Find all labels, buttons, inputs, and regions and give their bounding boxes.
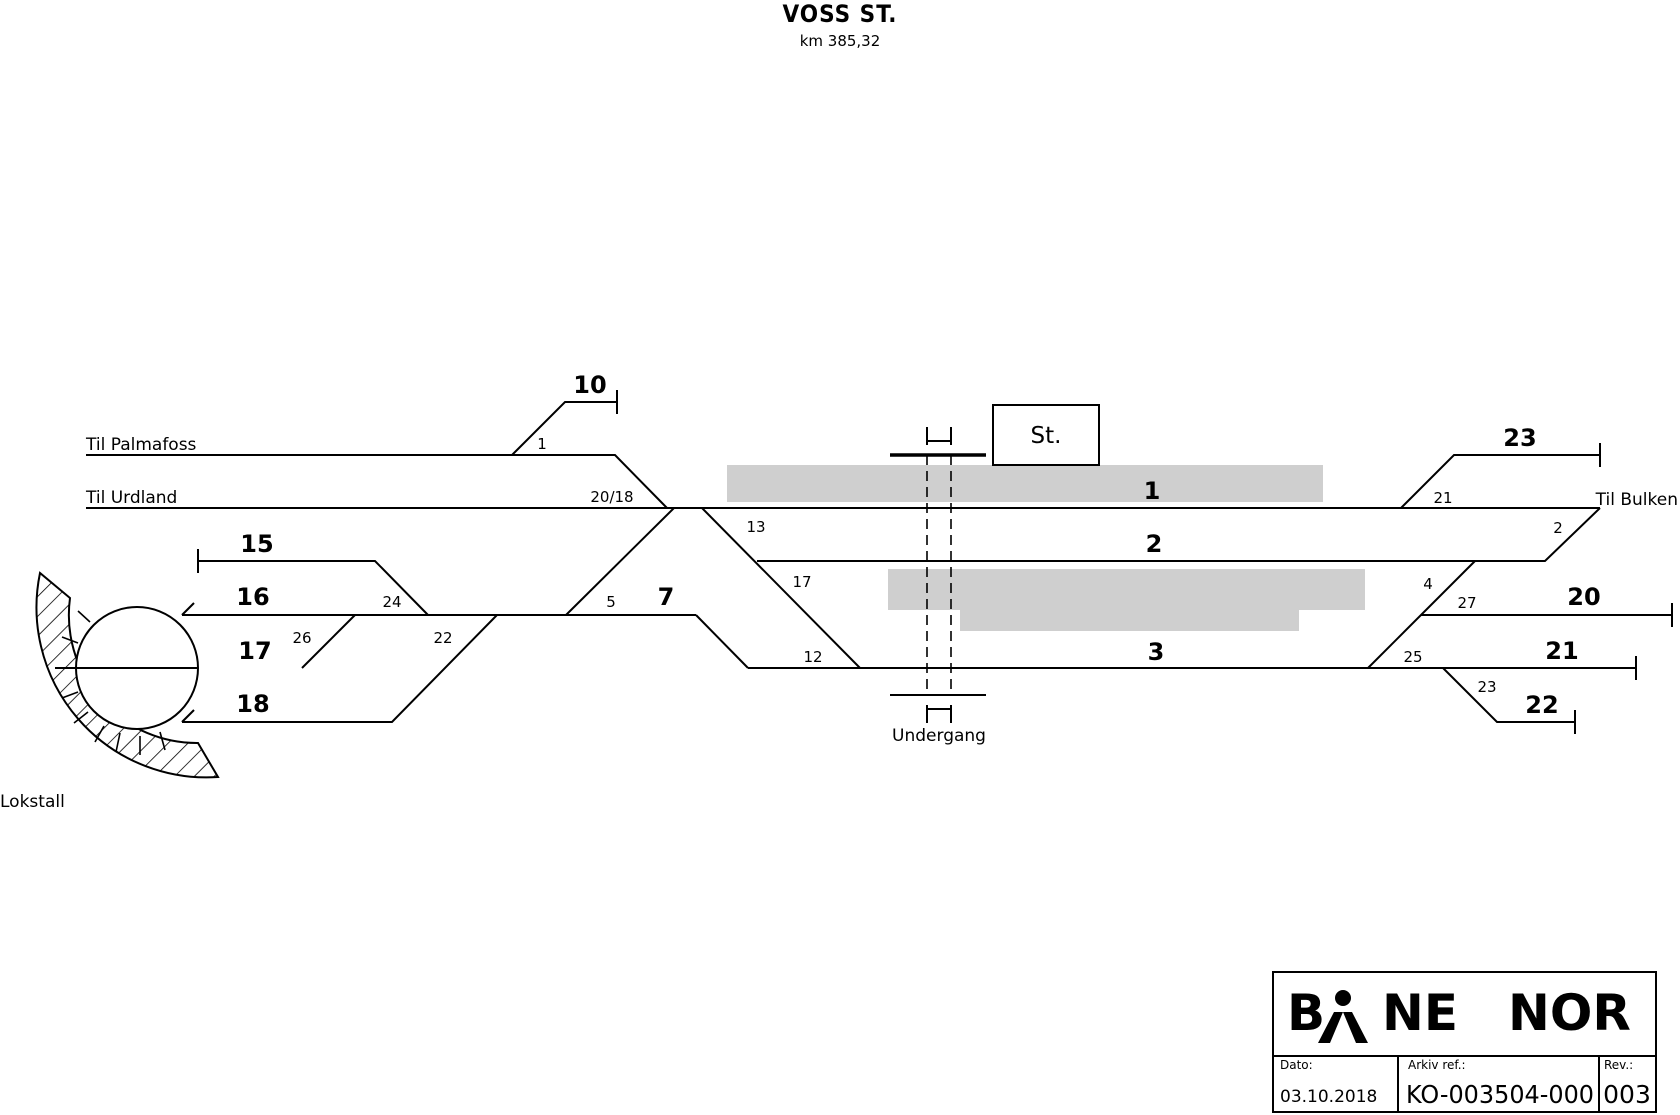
station-building — [992, 404, 1100, 466]
track-number-16: 16 — [236, 583, 269, 611]
date-label: Dato: — [1280, 1058, 1313, 1072]
date-value: 03.10.2018 — [1280, 1087, 1377, 1107]
track-number-15: 15 — [240, 530, 273, 558]
switch-5: 5 — [606, 593, 616, 611]
track-number-17: 17 — [238, 637, 271, 665]
switch-21: 21 — [1433, 489, 1452, 507]
switch-17: 17 — [792, 573, 811, 591]
rev-value: 003 — [1603, 1080, 1651, 1109]
switch-22: 22 — [433, 629, 452, 647]
svg-text:NOR: NOR — [1508, 984, 1631, 1042]
crossover-13 — [701, 507, 861, 669]
switch-12: 12 — [803, 648, 822, 666]
label-til-bulken: Til Bulken — [1595, 490, 1678, 510]
page-subtitle: km 385,32 — [799, 32, 881, 50]
archive-label: Arkiv ref.: — [1408, 1058, 1466, 1072]
page-title: VOSS ST. — [782, 0, 898, 28]
logo-tunnel-dot — [1335, 990, 1351, 1006]
label-til-palmafoss: Til Palmafoss — [85, 435, 197, 455]
track-number-22: 22 — [1525, 691, 1558, 719]
track-number-20: 20 — [1567, 583, 1600, 611]
switch-23: 23 — [1477, 678, 1496, 696]
track-palmafoss — [86, 454, 668, 509]
turntable-stalls — [58, 610, 166, 755]
archive-value: KO-003504-000 — [1406, 1080, 1594, 1109]
track-2 — [757, 507, 1601, 562]
switch-27: 27 — [1457, 594, 1476, 612]
logo-tunnel-legs — [1318, 1012, 1368, 1043]
track-number-18: 18 — [236, 690, 269, 718]
track-1-to-10 — [511, 401, 617, 456]
track-23 — [1400, 454, 1600, 509]
switch-2: 2 — [1553, 519, 1563, 537]
track-7 — [695, 614, 749, 669]
switch-24: 24 — [382, 593, 401, 611]
switch-4: 4 — [1423, 575, 1433, 593]
station-building-label: St. — [1031, 423, 1062, 449]
track-number-1: 1 — [1144, 477, 1161, 505]
platform-2 — [888, 569, 1365, 610]
label-lokstall: Lokstall — [0, 792, 65, 812]
label-til-urdland: Til Urdland — [85, 488, 177, 508]
turntable-track-16 — [181, 602, 195, 616]
label-undergang: Undergang — [892, 726, 986, 746]
underpass — [890, 427, 986, 723]
turntable-track-18 — [181, 709, 195, 723]
track-number-3: 3 — [1148, 638, 1165, 666]
switch-26: 26 — [292, 629, 311, 647]
title-block: BANE NOR B NE NOR Dato: 03.10.2018 Arkiv… — [1272, 971, 1657, 1113]
bane-nor-logo: BANE NOR B NE NOR — [1287, 984, 1631, 1043]
platform-2-extension — [960, 609, 1299, 631]
crossover-5 — [565, 507, 675, 616]
track-17-link — [301, 614, 356, 669]
track-number-2: 2 — [1146, 530, 1163, 558]
track-number-21: 21 — [1545, 637, 1578, 665]
track-18 — [182, 614, 498, 723]
switch-25: 25 — [1403, 648, 1422, 666]
page-title-block: VOSS ST. km 385,32 — [0, 0, 1680, 50]
svg-text:B: B — [1287, 984, 1325, 1042]
track-lines — [55, 390, 1673, 734]
track-number-23: 23 — [1503, 424, 1536, 452]
switch-13: 13 — [746, 518, 765, 536]
rev-label: Rev.: — [1604, 1058, 1633, 1072]
track-22 — [1442, 667, 1575, 723]
switch-20-18: 20/18 — [590, 488, 633, 506]
track-number-10: 10 — [573, 371, 606, 399]
track-number-7: 7 — [658, 583, 675, 611]
svg-text:NE: NE — [1382, 984, 1458, 1042]
track-15 — [198, 560, 429, 616]
platform-1 — [727, 465, 1323, 502]
switch-1: 1 — [537, 435, 547, 453]
